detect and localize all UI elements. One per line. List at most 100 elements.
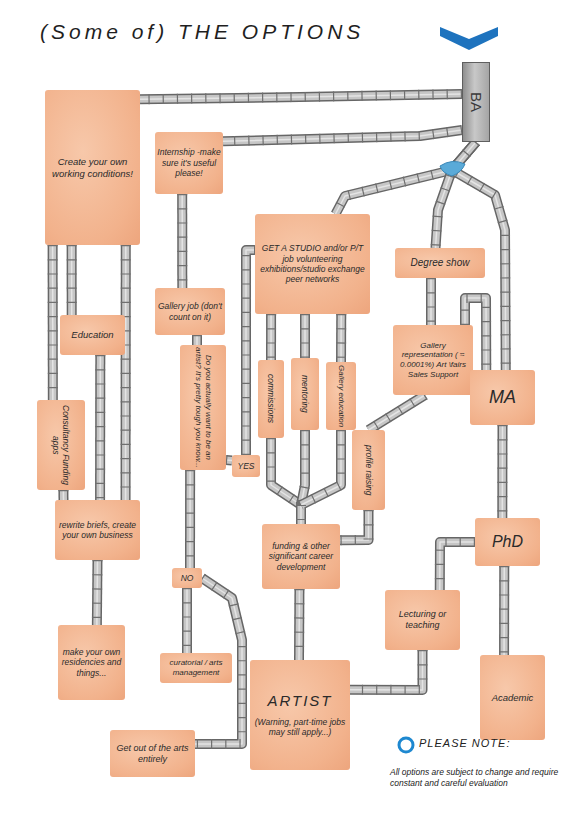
pipe-joints (177, 194, 187, 288)
box-text: Create your own working conditions! (47, 156, 138, 179)
pipe-outline (300, 314, 310, 358)
box-text: Gallery job (don't count on it) (157, 301, 223, 322)
pipe-outline (48, 245, 58, 400)
option-box: NO (172, 568, 202, 588)
pipe-connector (504, 566, 505, 655)
box-text: PhD (492, 532, 523, 552)
pipe-connector (431, 278, 432, 325)
pipe-highlight (503, 566, 505, 655)
pipe-connector (63, 490, 64, 500)
pipe-connector (187, 588, 188, 653)
pipe-connector (436, 142, 477, 248)
pipe-body (268, 314, 275, 360)
pipe-highlight (63, 490, 65, 500)
box-text: funding & other significant career devel… (264, 541, 338, 572)
pipe-body (140, 94, 462, 99)
option-box: make your own residencies and things... (58, 625, 125, 700)
option-box: rewrite briefs, create your own business (55, 500, 140, 560)
pipe-highlight (71, 245, 73, 315)
pipe-joints (301, 430, 341, 524)
pipe-connector (182, 194, 183, 288)
pipe-joints (336, 314, 346, 362)
option-box: Internship -make sure it's useful please… (155, 132, 223, 194)
pipe-connector (305, 314, 306, 358)
pipe-body (350, 650, 423, 690)
pipe-joints (266, 314, 276, 360)
option-box: MA (470, 370, 535, 425)
pipe-outline (350, 650, 423, 690)
box-text: NO (181, 573, 194, 583)
pipe-highlight (196, 335, 198, 345)
pipe-body (336, 142, 477, 214)
pipe-body (436, 142, 477, 248)
pipe-connector (340, 510, 369, 540)
option-box: Academic (480, 655, 545, 740)
pipe-body (97, 355, 104, 500)
pipe-highlight (436, 142, 477, 248)
pipe-highlight (430, 278, 432, 325)
pipe-joints (440, 542, 475, 590)
pipe-highlight (440, 542, 475, 590)
pipe-outline (436, 142, 477, 248)
pipe-connector (350, 650, 423, 690)
pipe-connector (369, 395, 426, 430)
pipe-highlight (125, 245, 127, 500)
pipe-connector (299, 589, 300, 660)
pipe-connector (502, 425, 503, 518)
pipe-outline (336, 314, 346, 362)
pipe-body (223, 130, 462, 141)
box-text: Lecturing or teaching (387, 609, 458, 631)
pipe-connector (140, 94, 462, 99)
pipe-outline (95, 355, 105, 500)
pipe-joints (336, 142, 477, 214)
pipe-connector (100, 355, 101, 500)
pipe-outline (336, 142, 477, 214)
option-box: ARTIST(Warning, part-time jobs may still… (250, 660, 350, 770)
pipe-body (440, 542, 475, 590)
pipe-outline (426, 278, 436, 325)
pipe-joints (294, 589, 304, 660)
pipe-highlight (369, 395, 426, 430)
option-box: Consultancy Funding apps (37, 400, 85, 490)
box-text: Education (71, 329, 113, 341)
pipe-joints (426, 278, 436, 325)
pipe-outline (58, 490, 68, 500)
box-text: MA (489, 387, 516, 409)
pipe-body (302, 314, 309, 358)
pipe-joints (192, 335, 202, 345)
option-box: PhD (475, 518, 540, 566)
option-box: funding & other significant career devel… (262, 524, 340, 589)
pipe-connector (246, 250, 255, 455)
pipe-body (246, 250, 255, 455)
pipe-connector (71, 245, 72, 315)
box-text: ARTIST (267, 692, 332, 710)
pipe-outline (246, 250, 255, 455)
box-text: Degree show (411, 257, 470, 269)
pipe-highlight (340, 510, 369, 540)
pipe-joints (369, 395, 426, 430)
pipe-highlight (99, 355, 101, 500)
pipe-body (428, 278, 435, 325)
pipe-connector (197, 335, 198, 345)
pipe-body (68, 245, 75, 315)
note-text: All options are subject to change and re… (390, 767, 572, 788)
box-text: Gallery education (336, 365, 346, 427)
pipe-body (187, 470, 194, 568)
option-box: commissions (258, 360, 284, 438)
pipe-connector (301, 430, 341, 524)
pipe-joints (182, 588, 192, 653)
pipe-joints (499, 566, 509, 655)
box-text: Get out of the arts entirely (112, 743, 193, 765)
pipe-outline (369, 395, 426, 430)
pipe-connector (440, 542, 475, 590)
pipe-connector (52, 245, 53, 400)
pipe-body (301, 430, 341, 524)
pipe-body (184, 588, 191, 653)
box-text: Do you actually want to be an artist? It… (193, 347, 213, 468)
pipe-outline (223, 130, 462, 141)
pipe-connector (125, 245, 126, 500)
pipe-highlight (96, 560, 98, 625)
pipe-outline (185, 470, 195, 568)
pipe-highlight (223, 130, 462, 141)
